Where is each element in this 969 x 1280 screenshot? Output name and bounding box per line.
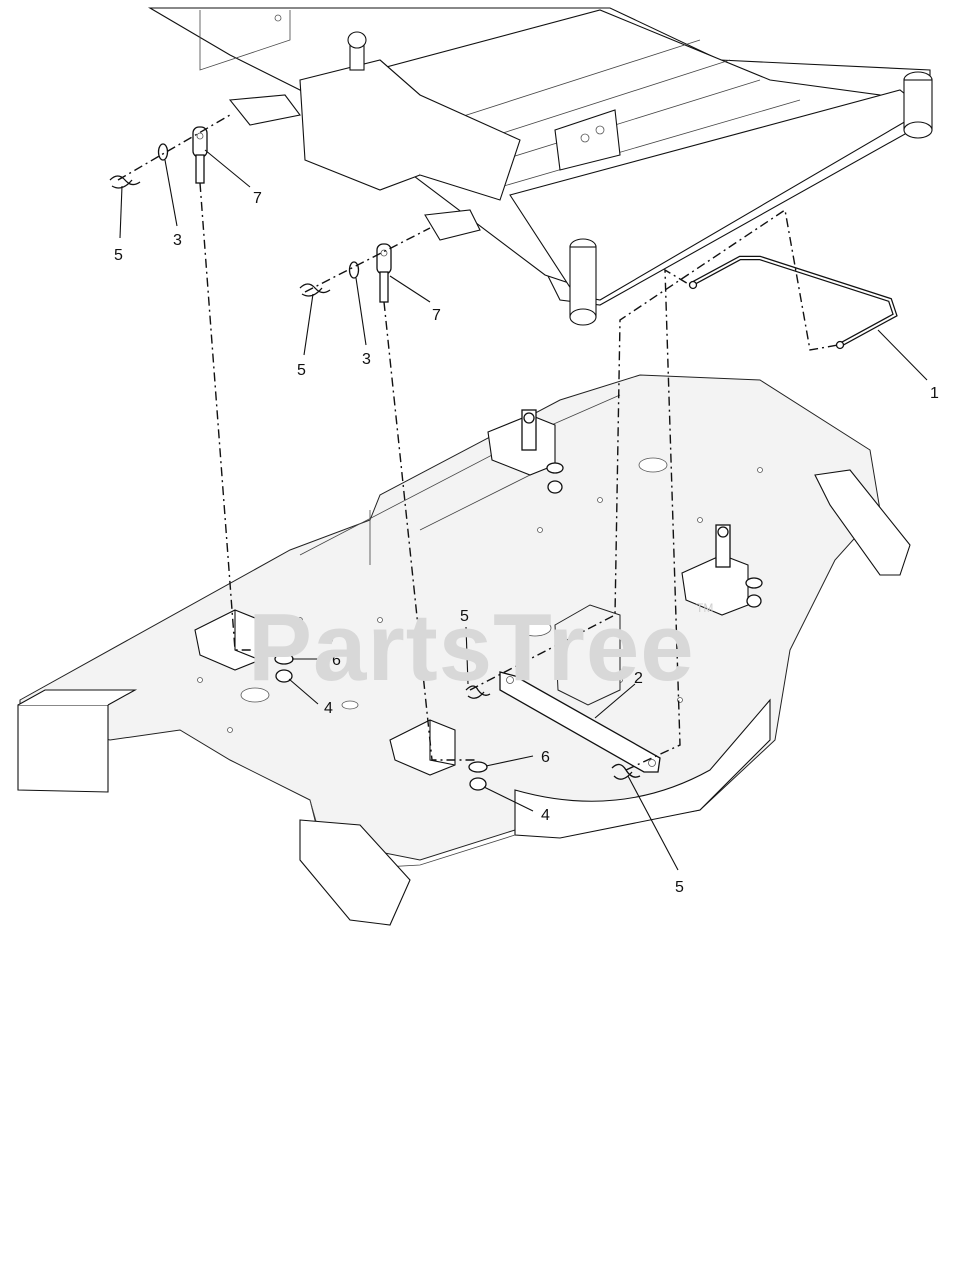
watermark: PartsTree TM bbox=[248, 594, 713, 701]
callout-2: 2 bbox=[634, 670, 643, 687]
callout-3-right: 3 bbox=[362, 351, 371, 368]
callout-5-b: 5 bbox=[297, 362, 306, 379]
callout-4-left: 4 bbox=[324, 700, 333, 717]
mower-deck bbox=[17, 374, 911, 926]
callout-4-right: 4 bbox=[541, 807, 550, 824]
leader-lines bbox=[119, 149, 928, 871]
callout-6-a: 6 bbox=[332, 652, 341, 669]
callout-7-left: 7 bbox=[253, 190, 262, 207]
watermark-text: PartsTree bbox=[248, 594, 695, 701]
callout-5-d: 5 bbox=[675, 879, 684, 896]
parts bbox=[109, 126, 898, 791]
callout-labels: 1 2 3 3 4 4 5 5 5 5 5 6 6 7 7 bbox=[114, 190, 939, 896]
callout-7-right: 7 bbox=[432, 307, 441, 324]
mower-frame bbox=[147, 7, 933, 326]
assembly-lines bbox=[117, 114, 839, 771]
clevis-pin-right bbox=[376, 243, 392, 303]
deck-link-bar bbox=[499, 671, 661, 773]
callout-5-a: 5 bbox=[114, 247, 123, 264]
callout-6-b: 6 bbox=[541, 749, 550, 766]
callout-3-left: 3 bbox=[173, 232, 182, 249]
watermark-trademark: TM bbox=[696, 601, 713, 615]
callout-1: 1 bbox=[930, 385, 939, 402]
callout-5-c: 5 bbox=[460, 608, 469, 625]
